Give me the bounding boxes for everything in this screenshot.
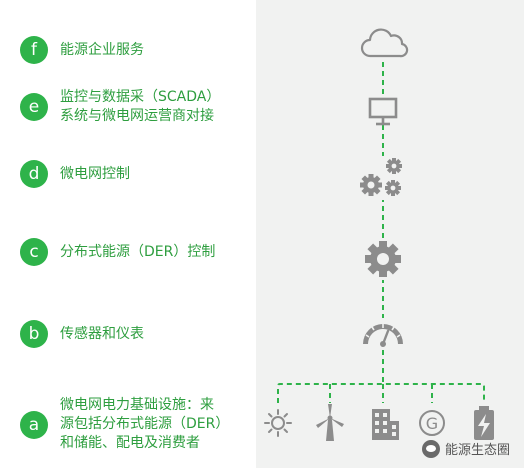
gauge-icon — [360, 318, 406, 347]
layer-a: a 微电网电力基础设施：来 源包括分布式能源（DER） 和储能、配电及消费者 — [20, 396, 229, 453]
layer-f: f 能源企业服务 — [20, 36, 144, 64]
icon-column-background — [256, 0, 524, 468]
layer-label: 分布式能源（DER）控制 — [60, 243, 216, 260]
sun-icon — [264, 409, 292, 437]
battery-icon — [474, 406, 494, 440]
layer-e: e 监控与数据采（SCADA） 系统与微电网运营商对接 — [20, 88, 220, 126]
layer-badge: c — [20, 238, 48, 266]
generator-letter: G — [426, 414, 438, 433]
wechat-icon — [421, 439, 440, 458]
layer-badge: e — [20, 93, 48, 121]
bus-connector — [277, 383, 485, 403]
generator-icon: G — [419, 410, 445, 436]
cloud-icon — [360, 28, 409, 58]
layer-c: c 分布式能源（DER）控制 — [20, 238, 215, 266]
layer-badge: b — [20, 320, 48, 348]
gear-icon — [362, 238, 404, 280]
wind-turbine-icon — [316, 404, 344, 441]
layer-list: f 能源企业服务 e 监控与数据采（SCADA） 系统与微电网运营商对接 d 微… — [0, 0, 256, 468]
layer-label: 传感器和仪表 — [60, 325, 144, 342]
layer-badge: f — [20, 36, 48, 64]
layer-label: 微电网电力基础设施：来 源包括分布式能源（DER） 和储能、配电及消费者 — [60, 397, 230, 451]
watermark: 能源生态圈 — [421, 439, 510, 458]
layer-label: 能源企业服务 — [60, 41, 144, 58]
watermark-text: 能源生态圈 — [444, 443, 510, 458]
layer-label: 监控与数据采（SCADA） 系统与微电网运营商对接 — [60, 89, 221, 124]
layer-label: 微电网控制 — [60, 165, 130, 182]
monitor-icon — [366, 96, 400, 126]
layer-d: d 微电网控制 — [20, 160, 130, 188]
layer-badge: a — [20, 410, 48, 439]
gears-icon — [356, 156, 406, 200]
layer-badge: d — [20, 160, 48, 188]
layer-b: b 传感器和仪表 — [20, 320, 144, 348]
building-icon — [372, 409, 399, 440]
